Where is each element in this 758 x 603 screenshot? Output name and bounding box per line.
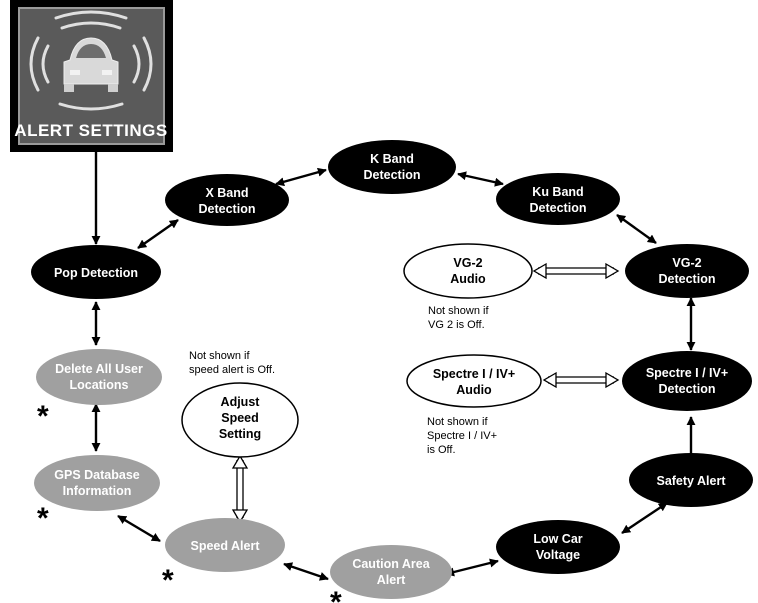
- node-ku-band-detection[interactable]: Ku Band Detection: [496, 173, 620, 225]
- note-vg2-line2: VG 2 is Off.: [428, 319, 485, 331]
- node-pop-line1: Pop Detection: [54, 266, 138, 280]
- open-connectors: [231, 262, 620, 524]
- arrow-speed-caution: [283, 562, 329, 581]
- car-icon: [63, 37, 119, 92]
- arrow-kband-kuband: [457, 171, 504, 187]
- arrow-pop-xband: [137, 219, 179, 249]
- note-vg2-line1: Not shown if: [428, 305, 489, 317]
- node-spectre-audio[interactable]: Spectre I / IV+ Audio: [406, 354, 542, 408]
- node-adjust-line2: Speed: [221, 411, 259, 425]
- node-spectre-audio-line2: Audio: [456, 383, 492, 397]
- node-spectre-detection[interactable]: Spectre I / IV+ Detection: [622, 351, 752, 411]
- node-k-band-detection[interactable]: K Band Detection: [328, 140, 456, 194]
- asterisk-gps: *: [37, 502, 49, 535]
- note-spectre-line2: Spectre I / IV+: [427, 430, 497, 442]
- node-k-band-line1: K Band: [370, 152, 414, 166]
- note-spectre-line1: Not shown if: [427, 416, 488, 428]
- node-caution-area-alert[interactable]: Caution Area Alert: [330, 545, 452, 599]
- node-x-band-detection[interactable]: X Band Detection: [165, 174, 289, 226]
- node-vg2-audio-line2: Audio: [450, 272, 486, 286]
- node-spectre-detection-line1: Spectre I / IV+: [646, 366, 728, 380]
- signal-waves-icon: [29, 10, 153, 111]
- arrow-vg2audio-vg2: [532, 262, 620, 280]
- node-x-band-line2: Detection: [199, 202, 256, 216]
- note-speed: Not shown if speed alert is Off.: [189, 350, 275, 376]
- node-delete-line2: Locations: [69, 378, 128, 392]
- node-spectre-audio-line1: Spectre I / IV+: [433, 367, 515, 381]
- node-vg2-detection[interactable]: VG-2 Detection: [625, 244, 749, 298]
- note-speed-line1: Not shown if: [189, 350, 250, 362]
- arrow-xband-kband: [275, 167, 327, 187]
- node-gps-line1: GPS Database: [54, 468, 140, 482]
- node-ku-band-line2: Detection: [530, 201, 587, 215]
- node-vg2-audio-line1: VG-2: [453, 256, 482, 270]
- node-adjust-speed-setting[interactable]: Adjust Speed Setting: [181, 382, 299, 458]
- node-low-voltage-line1: Low Car: [533, 532, 582, 546]
- node-delete-line1: Delete All User: [55, 362, 143, 376]
- node-ku-band-line1: Ku Band: [532, 185, 583, 199]
- arrow-gps-speed: [117, 514, 161, 543]
- arrow-lowvoltage-safety: [621, 502, 668, 534]
- node-k-band-line2: Detection: [364, 168, 421, 182]
- asterisk-caution: *: [330, 586, 342, 603]
- asterisk-delete: *: [37, 400, 49, 433]
- node-adjust-line1: Adjust: [221, 395, 261, 409]
- connectors: [91, 152, 696, 581]
- arrow-adjust-speed: [231, 454, 249, 524]
- arrow-kuband-vg2: [616, 214, 657, 244]
- logo-label: ALERT SETTINGS: [14, 121, 167, 140]
- node-low-voltage-line2: Voltage: [536, 548, 580, 562]
- note-spectre: Not shown if Spectre I / IV+ is Off.: [427, 416, 497, 456]
- note-speed-line2: speed alert is Off.: [189, 364, 275, 376]
- asterisk-speed: *: [162, 564, 174, 597]
- arrow-caution-lowvoltage: [445, 558, 499, 577]
- node-spectre-detection-line2: Detection: [659, 382, 716, 396]
- node-vg2-detection-line1: VG-2: [672, 256, 701, 270]
- node-adjust-line3: Setting: [219, 427, 261, 441]
- node-pop-detection[interactable]: Pop Detection: [31, 245, 161, 299]
- node-x-band-line1: X Band: [205, 186, 248, 200]
- alert-settings-logo: ALERT SETTINGS: [10, 0, 173, 152]
- note-vg2: Not shown if VG 2 is Off.: [428, 305, 489, 331]
- node-safety-alert[interactable]: Safety Alert: [629, 453, 753, 507]
- node-speed-alert[interactable]: Speed Alert: [165, 518, 285, 572]
- node-vg2-audio[interactable]: VG-2 Audio: [403, 243, 533, 299]
- node-gps-database-information[interactable]: GPS Database Information: [34, 455, 160, 511]
- node-speed-alert-line1: Speed Alert: [190, 539, 260, 553]
- note-spectre-line3: is Off.: [427, 444, 456, 456]
- node-low-car-voltage[interactable]: Low Car Voltage: [496, 520, 620, 574]
- node-gps-line2: Information: [63, 484, 132, 498]
- node-caution-line2: Alert: [377, 573, 406, 587]
- node-vg2-detection-line2: Detection: [659, 272, 716, 286]
- node-delete-all-user-locations[interactable]: Delete All User Locations: [36, 349, 162, 405]
- node-safety-line1: Safety Alert: [656, 474, 726, 488]
- node-caution-line1: Caution Area: [352, 557, 430, 571]
- arrow-spectreaudio-spectre: [542, 371, 620, 389]
